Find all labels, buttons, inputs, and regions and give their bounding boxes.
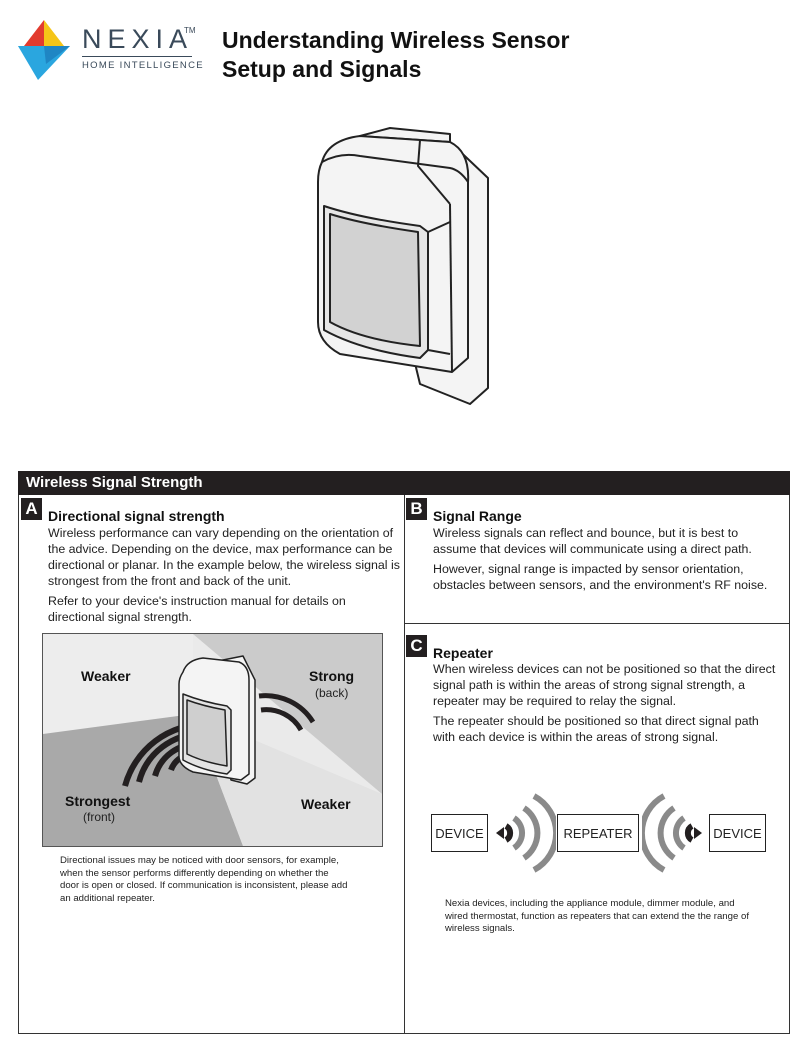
section-badge-a: A [21, 498, 42, 520]
label-weaker-bottom: Weaker [301, 796, 351, 812]
nexia-logo-icon [18, 20, 70, 80]
section-c-title: Repeater [433, 645, 493, 661]
label-strong: Strong [309, 668, 355, 684]
section-a-paragraph-2: Refer to your device's instruction manua… [48, 594, 346, 624]
motion-sensor-icon [317, 127, 489, 405]
section-c-note: Nexia devices, including the appliance m… [445, 898, 749, 935]
page-title-line1: Understanding Wireless Sensor [222, 27, 570, 53]
device-box-left: DEVICE [431, 814, 488, 852]
mini-sensor-icon [178, 655, 256, 785]
page-title-line2: Setup and Signals [222, 56, 422, 82]
section-a-paragraph-1: Wireless performance can vary depending … [48, 526, 400, 588]
section-b-title: Signal Range [433, 508, 522, 524]
label-strongest: Strongest [65, 793, 131, 809]
section-badge-b: B [406, 498, 427, 520]
section-a-note: Directional issues may be noticed with d… [60, 855, 348, 904]
signal-wave-icon [496, 793, 556, 873]
section-b-paragraph-2: However, signal range is impacted by sen… [433, 562, 768, 592]
page-title: Understanding Wireless Sensor Setup and … [222, 26, 569, 84]
brand-tagline: HOME INTELLIGENCE [82, 60, 204, 71]
brand-name: NEXIA [82, 24, 194, 54]
label-strongest-sub: (front) [83, 810, 116, 824]
panel-heading: Wireless Signal Strength [18, 471, 790, 495]
section-c-paragraph-1: When wireless devices can not be positio… [433, 662, 776, 708]
signal-wave-icon [642, 793, 702, 873]
repeater-box: REPEATER [557, 814, 639, 852]
column-divider [404, 495, 405, 1034]
section-badge-c: C [406, 635, 427, 657]
section-b-paragraph-1: Wireless signals can reflect and bounce,… [433, 526, 752, 556]
section-divider [404, 623, 790, 624]
device-box-right: DEVICE [709, 814, 766, 852]
back-signal-waves [258, 693, 316, 732]
brand-divider [82, 56, 192, 57]
section-c-paragraph-2: The repeater should be positioned so tha… [433, 714, 759, 744]
signal-zones-graphic [43, 634, 382, 846]
label-weaker-top: Weaker [81, 668, 131, 684]
section-a-title: Directional signal strength [48, 508, 225, 524]
directional-signal-diagram: Weaker Strong (back) Strongest (front) W… [42, 633, 383, 847]
trademark: TM [184, 26, 196, 35]
label-strong-sub: (back) [315, 686, 349, 700]
